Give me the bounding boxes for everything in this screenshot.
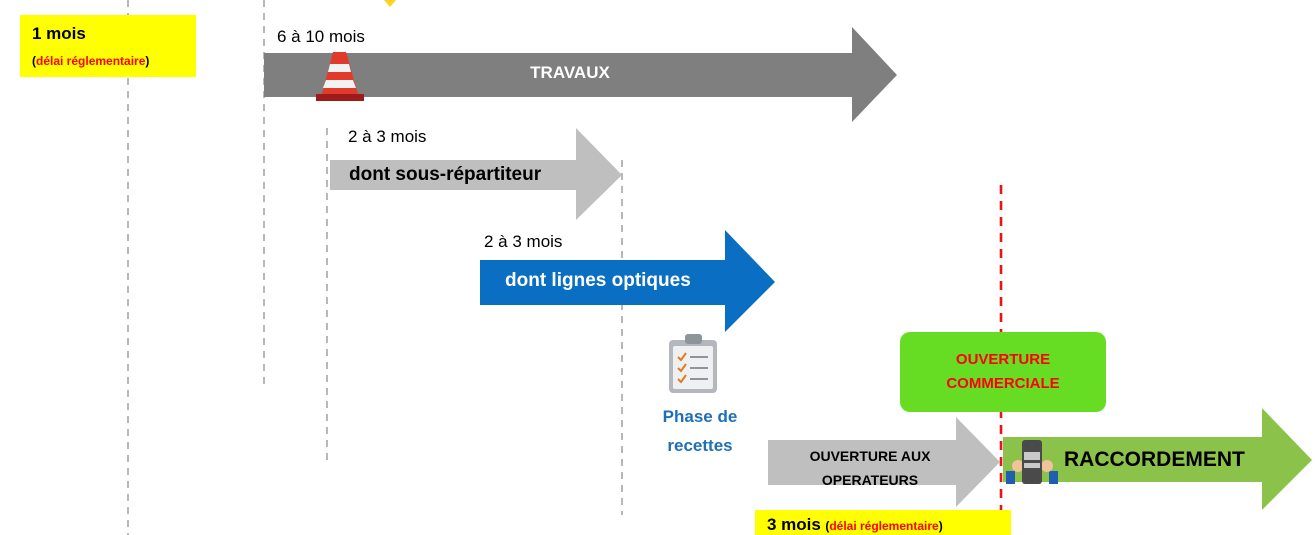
deadline-1-mois-value: 1 mois [32, 24, 86, 43]
clipboard-checklist-icon [669, 334, 717, 393]
deadline-3-mois-wrapper: 3 mois (délai réglementaire) [767, 515, 943, 535]
travaux-arrow-label: TRAVAUX [530, 63, 610, 82]
ouverture-commerciale-box: OUVERTURE COMMERCIALE [900, 332, 1106, 412]
deadline-box-3-mois: 3 mois (délai réglementaire) [755, 510, 1011, 535]
phase-recettes-label: Phase de recettes [640, 402, 760, 460]
ouverture-commerciale-line2: COMMERCIALE [946, 375, 1060, 392]
lignes-optiques-duration-label: 2 à 3 mois [484, 232, 563, 251]
deadline-3-mois-paren-open: ( [825, 519, 830, 533]
ouverture-operateurs-line2: OPERATEURS [821, 472, 919, 488]
deadline-1-mois-note-wrapper: (délai réglementaire) [32, 52, 149, 70]
phase-recettes-line1: Phase de [662, 407, 738, 426]
travaux-duration-label: 6 à 10 mois [277, 27, 365, 46]
ouverture-operateurs-arrow-label: OUVERTURE AUX OPERATEURS [780, 444, 960, 492]
ouverture-operateurs-arrow [768, 417, 1000, 507]
lignes-optiques-arrow-label: dont lignes optiques [505, 270, 691, 291]
sous-repartiteur-arrow-label: dont sous-répartiteur [349, 164, 542, 185]
handshake-cable-icon [1006, 440, 1058, 484]
ouverture-commerciale-line1: OUVERTURE [955, 351, 1051, 368]
ouverture-operateurs-line1: OUVERTURE AUX [809, 448, 931, 464]
deadline-3-mois-value: 3 mois [767, 515, 821, 534]
deadline-box-1-mois: 1 mois (délai réglementaire) [20, 15, 196, 77]
deadline-1-mois-paren-close: ) [145, 54, 150, 68]
sous-repartiteur-duration-label: 2 à 3 mois [348, 127, 427, 146]
deadline-1-mois-note: délai réglementaire [36, 54, 146, 68]
raccordement-arrow-label: RACCORDEMENT [1064, 448, 1245, 471]
raccordement-arrow [1003, 408, 1312, 510]
top-yellow-fragment [384, 0, 396, 7]
deadline-3-mois-paren-close: ) [938, 519, 943, 533]
lignes-optiques-arrow [480, 230, 775, 332]
phase-recettes-line2: recettes [667, 436, 733, 455]
traffic-cone-icon [316, 52, 364, 101]
sous-repartiteur-arrow [330, 128, 622, 220]
deadline-3-mois-note: délai réglementaire [829, 519, 939, 533]
deadline-1-mois-paren-open: ( [32, 54, 36, 68]
travaux-arrow [264, 27, 897, 122]
